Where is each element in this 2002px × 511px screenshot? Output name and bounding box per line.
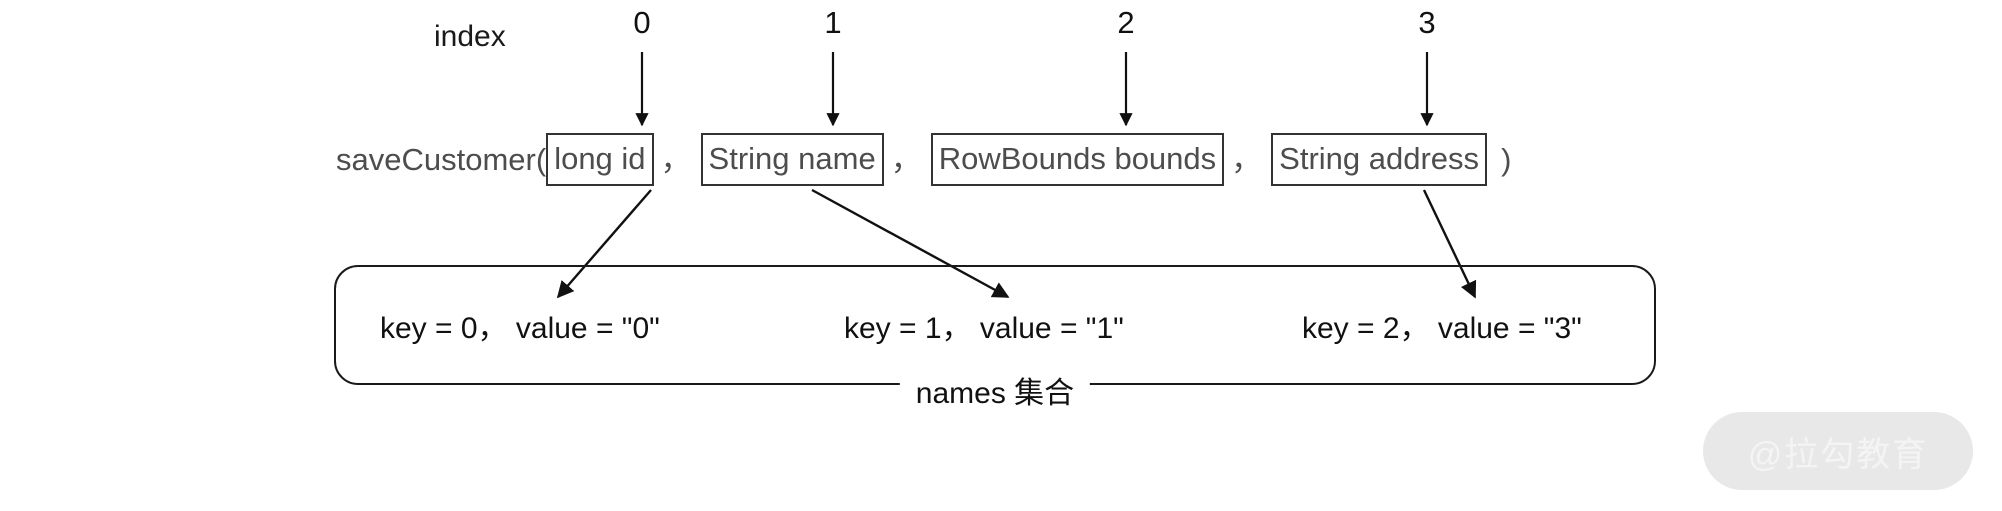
param-box-rowbounds-bounds[interactable]: RowBounds bounds [930,132,1225,186]
index-number-3: 3 [1418,5,1436,40]
watermark-badge: @拉勾教育 [1703,412,1973,490]
index-number-0: 0 [633,5,651,40]
param-box-string-address[interactable]: String address [1271,132,1488,186]
names-map-caption-wrap: names 集合 [334,0,1656,511]
method-signature: saveCustomer( long id ， String name ， Ro… [336,132,1512,186]
index-number-1: 1 [824,5,842,40]
index-label: index [434,20,506,53]
map-entry-1: key = 1， value = "1" [844,312,1124,345]
watermark-text: @拉勾教育 [1747,435,1929,474]
param-box-long-id[interactable]: long id [546,132,654,186]
index-number-2: 2 [1117,5,1135,40]
signature-close-paren: ) [1501,141,1512,177]
map-entry-0: key = 0， value = "0" [380,312,660,345]
map-entry-2: key = 2， value = "3" [1302,312,1582,345]
param-separator-1: ， [890,141,922,177]
param-separator-2: ， [1231,141,1263,177]
names-map-entries: key = 0， value = "0" key = 1， value = "1… [334,265,1656,385]
method-name-prefix: saveCustomer( [336,141,547,177]
param-separator-0: ， [660,141,692,177]
param-box-string-name[interactable]: String name [700,132,884,186]
